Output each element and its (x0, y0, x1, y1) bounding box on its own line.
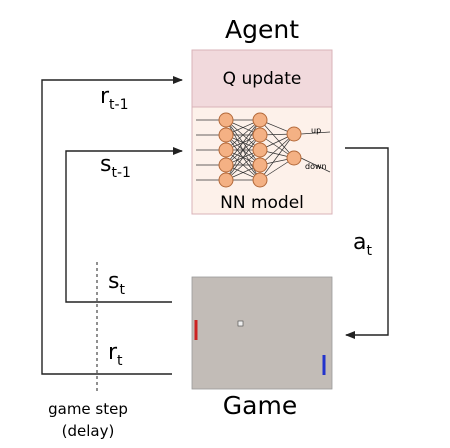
nn-neuron (218, 142, 234, 158)
right-paddle (322, 355, 326, 375)
q-update-box (191, 49, 333, 108)
nn-output-neuron (286, 126, 302, 142)
reward-prev-label: rt-1 (100, 84, 129, 113)
nn-neuron (252, 142, 268, 158)
state-label: st (108, 269, 125, 298)
nn-neuron (252, 112, 268, 128)
nn-output-up-label: up (311, 126, 321, 135)
nn-neuron (218, 127, 234, 143)
nn-neuron (218, 112, 234, 128)
game-step-delay-label: (delay) (62, 422, 115, 440)
action-arrow (345, 147, 389, 339)
nn-neuron (252, 172, 268, 188)
nn-output-down-label: down (305, 162, 327, 171)
nn-output-neuron (286, 150, 302, 166)
nn-neuron (218, 172, 234, 188)
nn-connection (259, 133, 295, 166)
game-step-label: game step (48, 400, 128, 418)
agent-title: Agent (225, 15, 299, 44)
nn-connection (225, 149, 261, 181)
nn-connection (225, 134, 261, 181)
nn-neurons (218, 112, 302, 188)
reward-feedback-arrow (41, 76, 183, 375)
state-prev-label: st-1 (100, 152, 131, 181)
reward-label: rt (108, 340, 123, 369)
nn-neuron (252, 127, 268, 143)
q-update-label: Q update (223, 69, 302, 89)
action-label: at (353, 230, 372, 259)
nn-connection (225, 119, 261, 166)
game-title: Game (223, 391, 297, 420)
nn-connection (225, 119, 261, 151)
nn-neuron (218, 157, 234, 173)
nn-connection (225, 119, 261, 181)
ball (237, 320, 244, 327)
nn-output-line-down (300, 157, 331, 173)
game-screen (191, 276, 333, 390)
nn-output-line-up (300, 131, 331, 135)
state-feedback-arrow (65, 147, 183, 303)
nn-connection (259, 133, 295, 181)
left-paddle (194, 320, 198, 340)
nn-connection (259, 119, 295, 159)
nn-neuron (252, 157, 268, 173)
nn-model-label: NN model (220, 193, 304, 213)
